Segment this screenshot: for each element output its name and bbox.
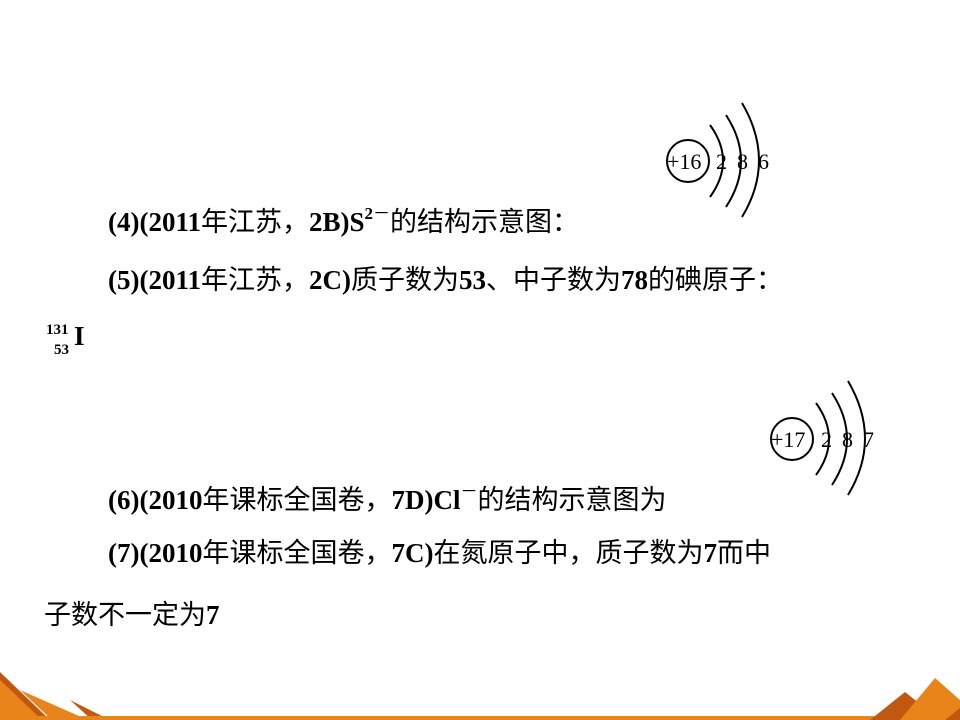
item-7-number: (7)(2010 — [108, 538, 203, 568]
item-7-line-2: 子数不一定为7 — [44, 598, 220, 633]
item-6-minus: － — [460, 482, 478, 502]
item-7-text-1: 在氮原子中，质子数为 — [433, 538, 704, 569]
item-6-source: 年课标全国卷， — [202, 485, 392, 516]
item-7-text-2: 而中 — [716, 538, 771, 569]
footer-triangle-right-3 — [945, 708, 960, 720]
chlorine-shell-3: 7 — [863, 427, 874, 452]
item-7-line: (7)(2010年课标全国卷，7C)在氮原子中，质子数为7而中 — [108, 536, 771, 571]
chlorine-shell-arc-2 — [831, 392, 848, 486]
item-4-minus: － — [373, 204, 391, 224]
item-4-line: (4)(2011年江苏，2B)S2－的结构示意图： — [108, 197, 579, 240]
item-5-text-1: 质子数为 — [350, 265, 459, 296]
chlorine-shell-2: 8 — [842, 427, 853, 452]
item-5-proton-number: 53 — [458, 265, 486, 295]
item-4-number: (4)(2011 — [108, 207, 201, 237]
sulfur-shell-arc-3 — [741, 102, 760, 218]
sulfur-shell-arc-2 — [725, 114, 742, 208]
chlorine-atom-diagram: +17 2 8 7 — [770, 380, 874, 496]
item-5-nuclide-line: 131 53 I — [44, 317, 88, 360]
item-5-number: (5)(2011 — [108, 265, 201, 295]
sulfur-nucleus-charge: +16 — [667, 149, 701, 174]
footer-triangle-left — [0, 680, 42, 720]
item-6-ref: 7D)Cl — [391, 485, 461, 515]
sulfur-shell-3: 6 — [758, 149, 769, 174]
item-6-text: 的结构示意图为 — [477, 485, 667, 516]
item-7-text-3: 子数不一定为 — [44, 600, 206, 631]
item-4-ref: 2B)S — [308, 207, 365, 237]
iodine-nuclide-symbol: 131 53 I — [44, 317, 88, 358]
item-7-neutron-number: 7 — [206, 600, 220, 630]
sulfur-shell-arc-1 — [709, 124, 724, 198]
nuclide-element-symbol: I — [74, 321, 85, 351]
item-7-ref: 7C) — [391, 538, 434, 568]
item-4-text: 的结构示意图： — [390, 207, 580, 238]
nuclide-atomic-number: 53 — [54, 342, 69, 358]
chlorine-shell-1: 2 — [821, 427, 832, 452]
chlorine-shell-arc-3 — [847, 380, 866, 496]
sulfur-nucleus-circle — [666, 139, 710, 183]
footer-bar — [0, 716, 960, 720]
sulfur-shell-2: 8 — [737, 149, 748, 174]
item-5-line: (5)(2011年江苏，2C)质子数为53、中子数为78的碘原子： — [108, 263, 783, 298]
item-5-neutron-number: 78 — [620, 265, 648, 295]
item-5-text-3: 的碘原子： — [647, 265, 783, 296]
nuclide-mass-number: 131 — [46, 322, 69, 338]
chlorine-shell-arc-1 — [815, 402, 830, 476]
item-5-ref: 2C) — [308, 265, 351, 295]
footer-triangle-left-2 — [20, 690, 88, 720]
footer-triangle-left-3 — [70, 700, 110, 720]
item-7-proton-number: 7 — [703, 538, 717, 568]
item-4-source: 年江苏， — [200, 207, 309, 238]
footer-decoration — [0, 672, 960, 720]
chlorine-nucleus-circle — [770, 417, 814, 461]
item-4-charge: 2 — [364, 204, 374, 223]
item-6-line: (6)(2010年课标全国卷，7D)Cl－的结构示意图为 — [108, 475, 666, 518]
item-5-text-2: 、中子数为 — [485, 265, 621, 296]
sulfur-shell-1: 2 — [716, 149, 727, 174]
item-6-number: (6)(2010 — [108, 485, 203, 515]
item-5-source: 年江苏， — [200, 265, 309, 296]
footer-triangle-right-2 — [900, 678, 960, 720]
chlorine-nucleus-charge: +17 — [771, 427, 805, 452]
item-7-source: 年课标全国卷， — [202, 538, 392, 569]
sulfur-atom-diagram: +16 2 8 6 — [666, 102, 769, 218]
